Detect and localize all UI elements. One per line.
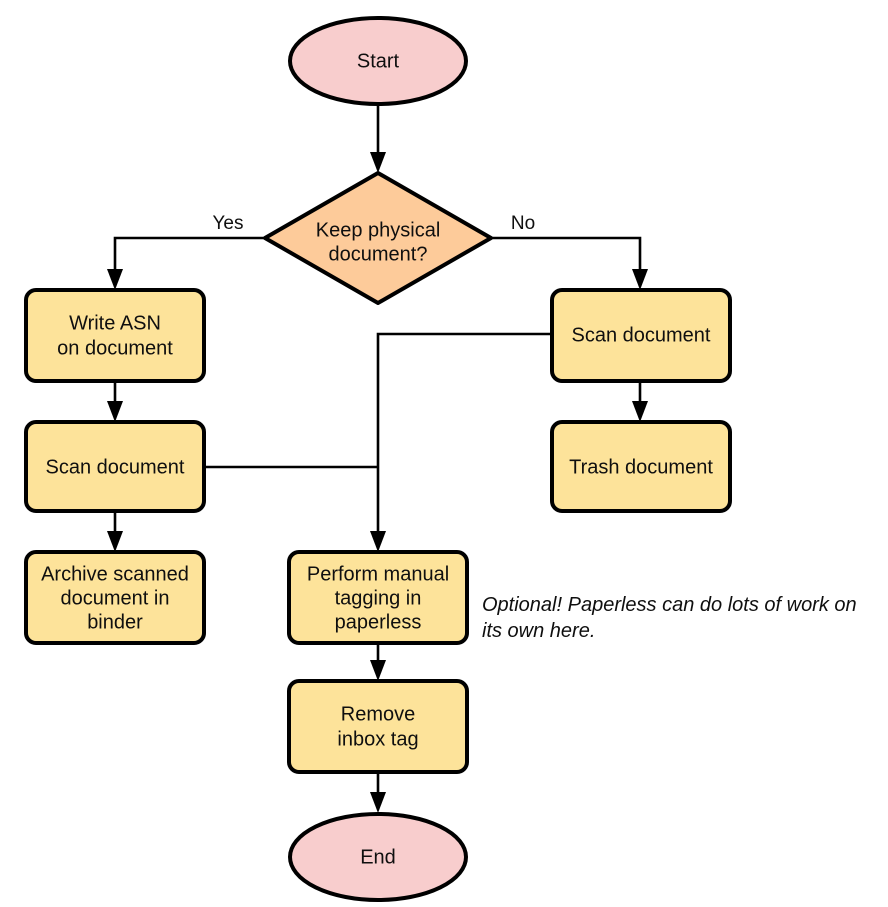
tagging-label-line3: paperless <box>335 611 422 633</box>
arrow-head-icon <box>370 531 386 552</box>
edge-scan-right-to-tagging <box>370 332 552 552</box>
node-write-asn[interactable]: Write ASN on document <box>24 288 206 383</box>
edge-line <box>113 236 265 277</box>
node-remove-inbox-tag[interactable]: Remove inbox tag <box>287 679 469 774</box>
edge-decision-no-to-scan-right <box>491 236 648 290</box>
edge-remove-inbox-to-end <box>370 772 386 813</box>
archive-label-line2: document in <box>61 587 170 609</box>
edge-scan-right-to-trash <box>632 381 648 422</box>
arrow-head-icon <box>370 660 386 681</box>
arrow-head-icon <box>370 792 386 813</box>
annotation-line1: Optional! Paperless can do lots of work … <box>482 594 857 616</box>
arrow-head-icon <box>107 269 123 290</box>
node-scan-document-left[interactable]: Scan document <box>24 420 206 513</box>
remove-inbox-tag-box[interactable] <box>287 679 469 774</box>
decision-diamond[interactable] <box>263 171 493 305</box>
edge-scan-left-to-archive <box>107 511 123 552</box>
node-start[interactable]: Start <box>288 16 468 106</box>
edge-line <box>376 332 552 539</box>
edge-start-to-decision <box>370 103 386 173</box>
node-end[interactable]: End <box>288 812 468 902</box>
archive-label-line3: binder <box>87 611 143 633</box>
arrow-head-icon <box>632 269 648 290</box>
trash-document-label: Trash document <box>569 456 713 478</box>
remove-inbox-label-line1: Remove <box>341 703 415 725</box>
tagging-label-line1: Perform manual <box>307 563 449 585</box>
arrow-head-icon <box>107 531 123 552</box>
edge-tagging-to-remove-inbox <box>370 643 386 681</box>
scan-document-left-box[interactable] <box>24 420 206 513</box>
edge-decision-yes-to-write-asn <box>107 236 265 290</box>
archive-label-line1: Archive scanned <box>41 563 189 585</box>
node-trash-document[interactable]: Trash document <box>550 420 732 513</box>
node-archive-scanned-document[interactable]: Archive scanned document in binder <box>24 550 206 645</box>
annotation-line2: its own here. <box>482 620 595 642</box>
archive-box[interactable] <box>24 550 206 645</box>
edge-write-asn-to-scan-left <box>107 381 123 422</box>
edge-label-no: No <box>511 213 535 234</box>
remove-inbox-label-line2: inbox tag <box>337 728 418 750</box>
scan-document-left-label: Scan document <box>46 456 185 478</box>
node-scan-document-right[interactable]: Scan document <box>550 288 732 383</box>
tagging-label-line2: tagging in <box>335 587 422 609</box>
tagging-box[interactable] <box>287 550 469 645</box>
scan-document-right-box[interactable] <box>550 288 732 383</box>
write-asn-label-line1: Write ASN <box>69 312 161 334</box>
start-label: Start <box>357 50 400 72</box>
arrow-head-icon <box>632 401 648 422</box>
start-ellipse[interactable] <box>288 16 468 106</box>
end-ellipse[interactable] <box>288 812 468 902</box>
decision-label-line1: Keep physical <box>316 219 441 241</box>
decision-label-line2: document? <box>329 243 428 265</box>
edge-label-yes: Yes <box>213 213 244 234</box>
arrow-head-icon <box>370 152 386 173</box>
scan-document-right-label: Scan document <box>572 324 711 346</box>
write-asn-box[interactable] <box>24 288 206 383</box>
arrow-head-icon <box>107 401 123 422</box>
node-perform-manual-tagging[interactable]: Perform manual tagging in paperless <box>287 550 469 645</box>
end-label: End <box>360 846 396 868</box>
trash-document-box[interactable] <box>550 420 732 513</box>
edge-line <box>491 236 642 277</box>
write-asn-label-line2: on document <box>57 337 173 359</box>
node-decision-keep-physical-document[interactable]: Keep physical document? <box>263 171 493 305</box>
annotation-note: Optional! Paperless can do lots of work … <box>482 594 857 642</box>
